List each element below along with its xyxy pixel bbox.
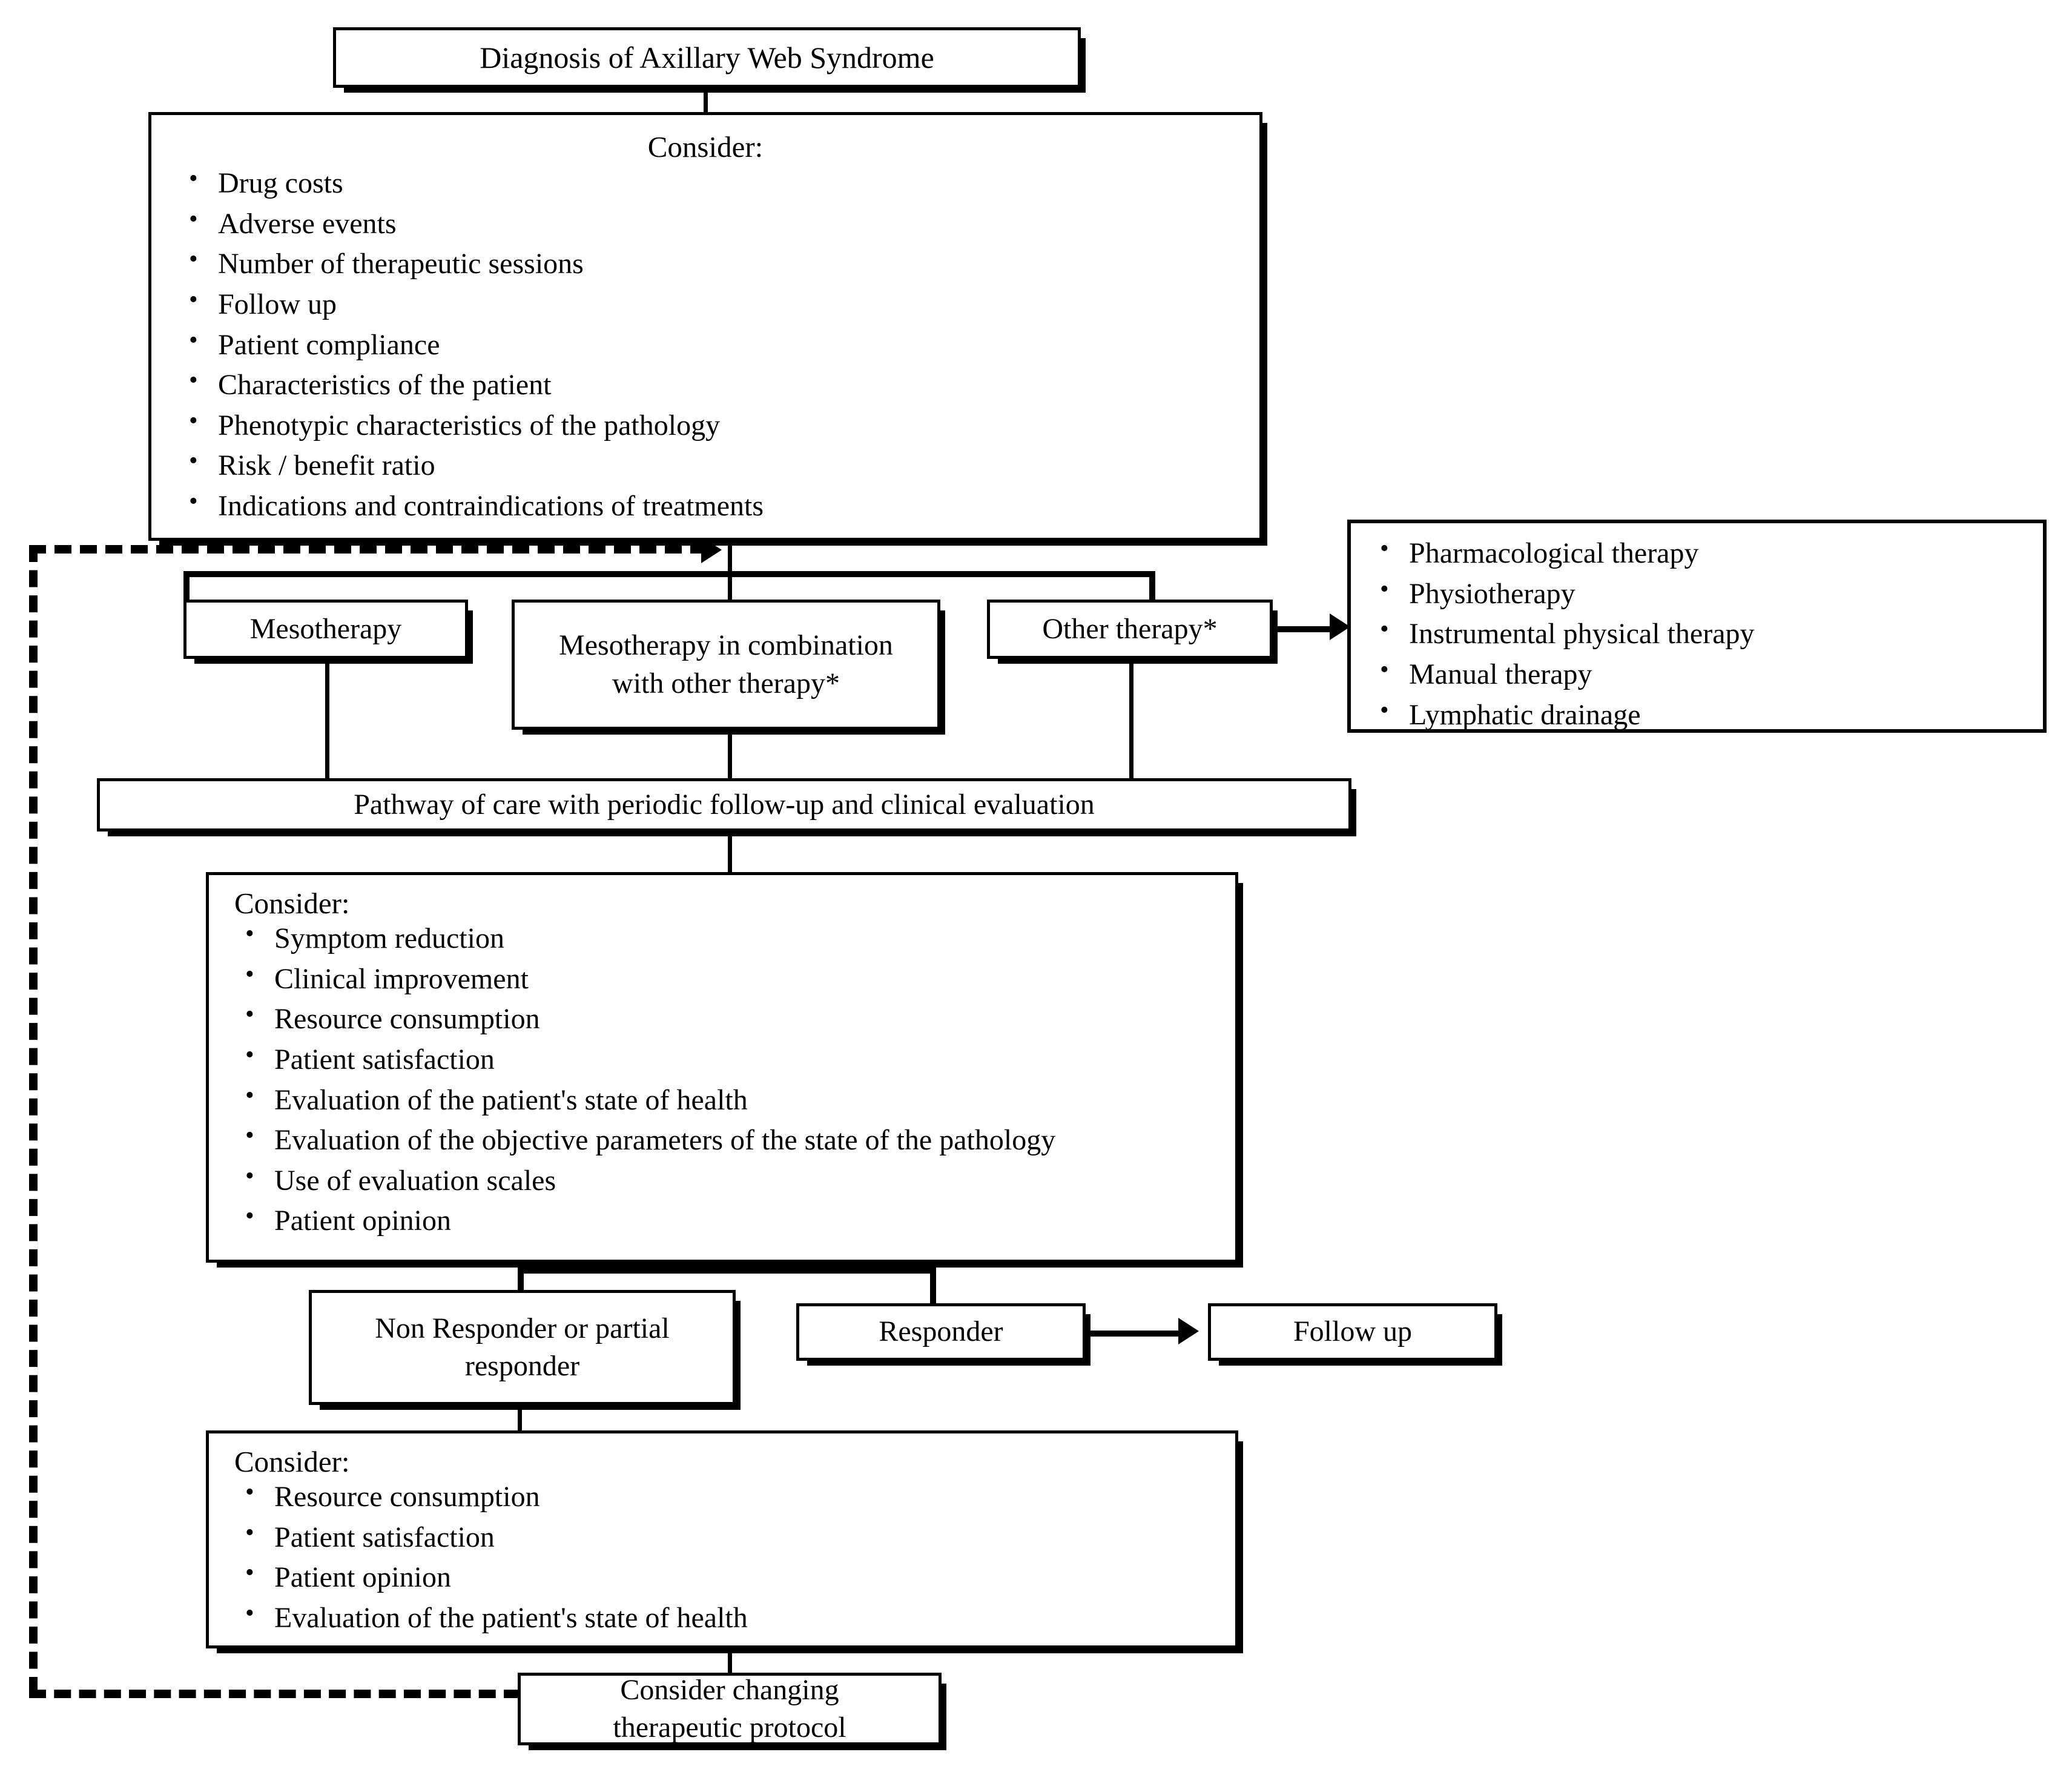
connector-non-responder-to-consider bbox=[518, 1404, 522, 1433]
connector-consider-to-final bbox=[728, 1648, 732, 1678]
connector-consider-to-therapy-bar bbox=[728, 539, 732, 577]
list-item: Risk / benefit ratio bbox=[178, 446, 1233, 483]
feedback-loop-top bbox=[29, 545, 707, 554]
mesotherapy-combination-box[interactable]: Mesotherapy in combination with other th… bbox=[512, 600, 940, 730]
pathway-of-care-bar[interactable]: Pathway of care with periodic follow-up … bbox=[97, 778, 1351, 831]
consider-initial-list: Drug costs Adverse events Number of ther… bbox=[178, 164, 1233, 524]
list-item: Use of evaluation scales bbox=[234, 1162, 1210, 1198]
therapy-distribution-bar bbox=[183, 571, 1155, 577]
mesotherapy-combination-label: Mesotherapy in combination with other th… bbox=[559, 629, 893, 699]
drop-to-other-therapy bbox=[1149, 571, 1155, 603]
other-therapy-list-box[interactable]: Pharmacological therapy Physiotherapy In… bbox=[1347, 520, 2047, 733]
arrowhead-feedback-loop bbox=[701, 537, 722, 563]
connector-other-therapy-to-pathway bbox=[1129, 659, 1133, 780]
title-label: Diagnosis of Axillary Web Syndrome bbox=[480, 40, 934, 74]
other-therapy-box[interactable]: Other therapy* bbox=[987, 600, 1273, 659]
list-item: Pharmacological therapy bbox=[1369, 534, 2025, 571]
mesotherapy-box[interactable]: Mesotherapy bbox=[183, 600, 468, 659]
arrowhead-to-follow-up bbox=[1178, 1318, 1199, 1344]
consider-outcome-heading: Consider: bbox=[234, 887, 350, 920]
list-item: Adverse events bbox=[178, 205, 1233, 242]
list-item: Manual therapy bbox=[1369, 655, 2025, 692]
list-item: Physiotherapy bbox=[1369, 575, 2025, 612]
list-item: Instrumental physical therapy bbox=[1369, 615, 2025, 652]
non-responder-label: Non Responder or partial responder bbox=[375, 1312, 670, 1382]
list-item: Drug costs bbox=[178, 164, 1233, 201]
connector-other-therapy-to-list bbox=[1276, 626, 1337, 632]
list-item: Symptom reduction bbox=[234, 919, 1210, 956]
list-item: Patient satisfaction bbox=[234, 1518, 1210, 1555]
follow-up-label: Follow up bbox=[1293, 1315, 1413, 1348]
list-item: Indications and contraindications of tre… bbox=[178, 487, 1233, 524]
final-box[interactable]: Consider changing therapeutic protocol bbox=[518, 1673, 942, 1745]
responder-distribution-bar bbox=[518, 1268, 935, 1274]
consider-initial-heading: Consider: bbox=[647, 130, 764, 164]
list-item: Follow up bbox=[178, 285, 1233, 322]
mesotherapy-label: Mesotherapy bbox=[249, 612, 402, 645]
other-therapy-label: Other therapy* bbox=[1042, 612, 1218, 645]
connector-mesotherapy-to-pathway bbox=[325, 659, 329, 780]
list-item: Characteristics of the patient bbox=[178, 366, 1233, 403]
list-item: Evaluation of the objective parameters o… bbox=[234, 1121, 1210, 1158]
connector-combination-to-pathway bbox=[728, 729, 732, 780]
consider-rethink-box[interactable]: Consider: Resource consumption Patient s… bbox=[206, 1430, 1238, 1648]
list-item: Clinical improvement bbox=[234, 960, 1210, 997]
consider-rethink-list: Resource consumption Patient satisfactio… bbox=[234, 1478, 1210, 1636]
drop-to-responder bbox=[930, 1268, 936, 1308]
list-item: Resource consumption bbox=[234, 1478, 1210, 1515]
connector-responder-to-follow-up bbox=[1086, 1331, 1184, 1337]
arrowhead-to-therapy-list bbox=[1330, 613, 1350, 640]
consider-initial-box[interactable]: Consider: Drug costs Adverse events Numb… bbox=[148, 112, 1262, 541]
pathway-of-care-label: Pathway of care with periodic follow-up … bbox=[354, 788, 1095, 821]
list-item: Patient compliance bbox=[178, 326, 1233, 363]
list-item: Resource consumption bbox=[234, 1000, 1210, 1037]
drop-to-non-responder bbox=[518, 1268, 524, 1293]
title-box[interactable]: Diagnosis of Axillary Web Syndrome bbox=[333, 27, 1081, 88]
responder-box[interactable]: Responder bbox=[796, 1303, 1086, 1361]
list-item: Patient opinion bbox=[234, 1558, 1210, 1595]
list-item: Patient opinion bbox=[234, 1202, 1210, 1238]
consider-rethink-heading: Consider: bbox=[234, 1445, 350, 1478]
list-item: Lymphatic drainage bbox=[1369, 696, 2025, 733]
consider-outcome-box[interactable]: Consider: Symptom reduction Clinical imp… bbox=[206, 872, 1238, 1263]
feedback-loop-bottom bbox=[29, 1690, 521, 1698]
follow-up-box[interactable]: Follow up bbox=[1208, 1303, 1497, 1361]
consider-outcome-list: Symptom reduction Clinical improvement R… bbox=[234, 919, 1210, 1238]
list-item: Phenotypic characteristics of the pathol… bbox=[178, 406, 1233, 443]
connector-title-to-consider bbox=[704, 88, 708, 117]
drop-to-mesotherapy bbox=[183, 571, 190, 603]
drop-to-mesotherapy-combination bbox=[728, 571, 732, 603]
list-item: Evaluation of the patient's state of hea… bbox=[234, 1081, 1210, 1118]
connector-pathway-to-consider-outcome bbox=[728, 831, 732, 874]
final-box-label: Consider changing therapeutic protocol bbox=[613, 1673, 846, 1744]
list-item: Evaluation of the patient's state of hea… bbox=[234, 1599, 1210, 1636]
list-item: Number of therapeutic sessions bbox=[178, 245, 1233, 282]
feedback-loop-left bbox=[29, 545, 38, 1694]
responder-label: Responder bbox=[879, 1315, 1003, 1348]
other-therapy-list: Pharmacological therapy Physiotherapy In… bbox=[1369, 534, 2025, 733]
list-item: Patient satisfaction bbox=[234, 1040, 1210, 1077]
connector-consider-outcome-down bbox=[728, 1260, 732, 1272]
non-responder-box[interactable]: Non Responder or partial responder bbox=[309, 1290, 736, 1405]
